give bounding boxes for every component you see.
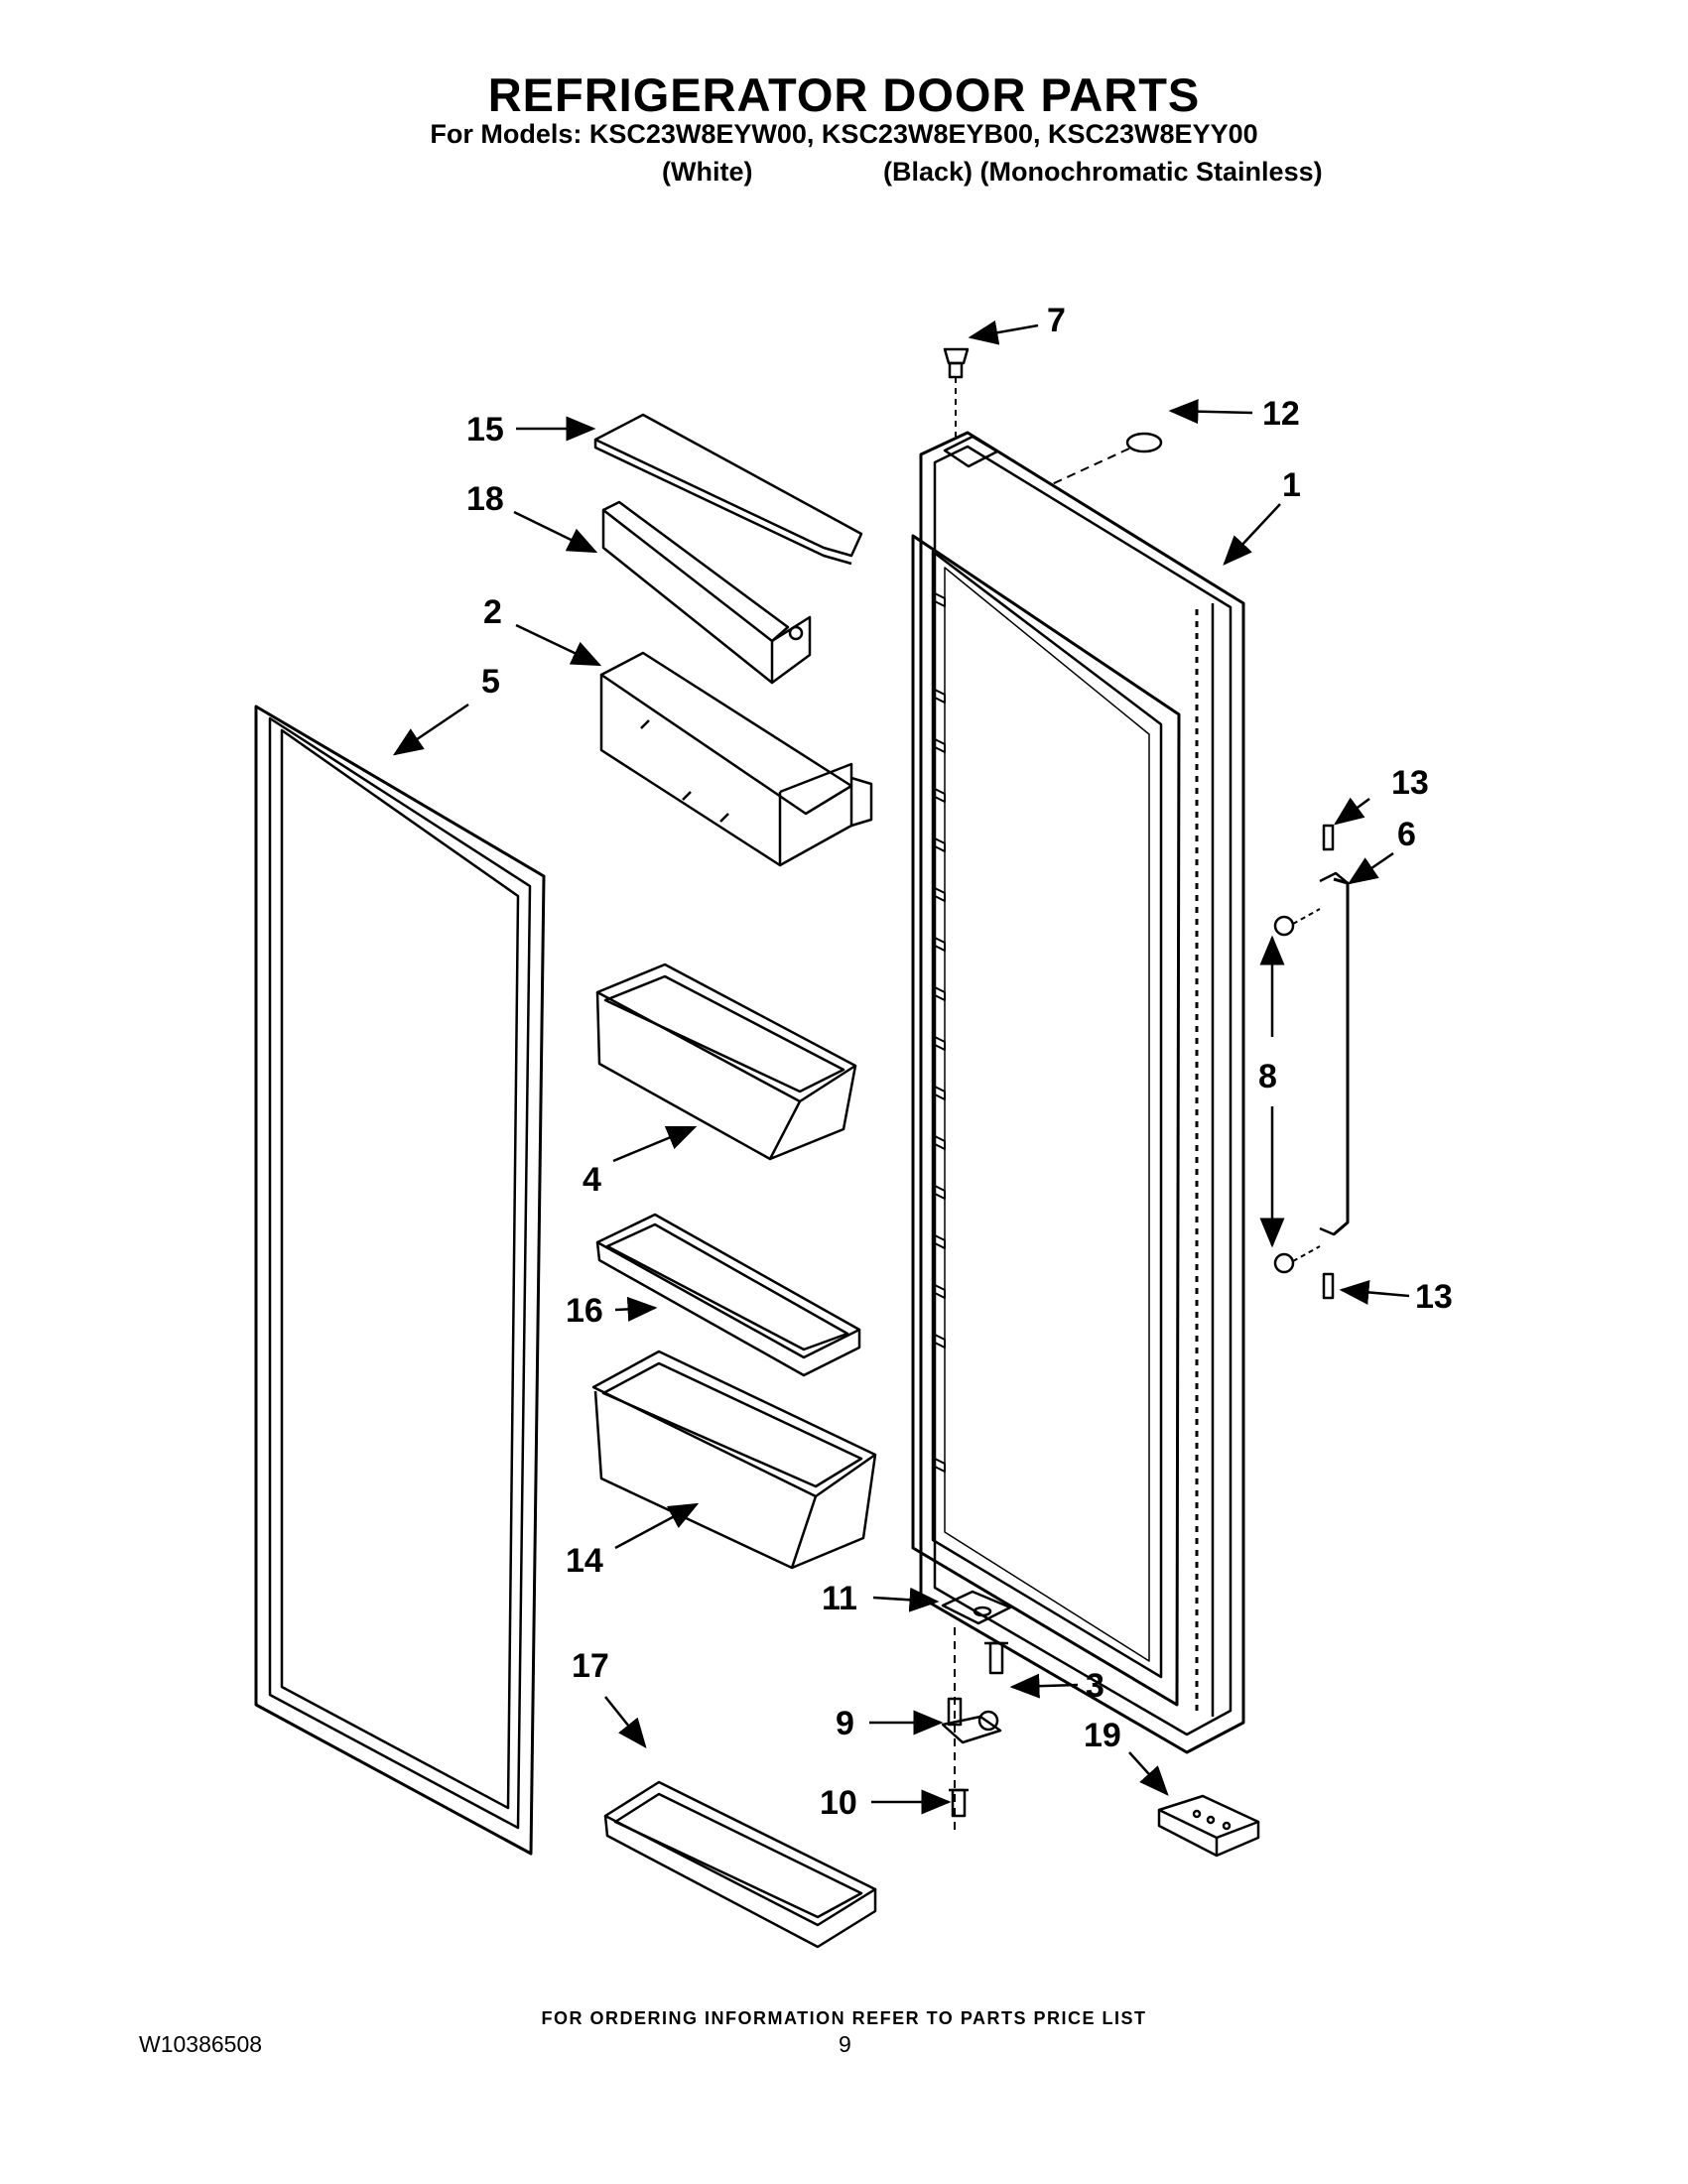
leader-6 xyxy=(1347,851,1394,885)
ordering-info-note: FOR ORDERING INFORMATION REFER TO PARTS … xyxy=(541,2008,1147,2028)
o-ring-leader xyxy=(1051,448,1130,485)
door-plug-part xyxy=(943,347,970,437)
callout-4: 4 xyxy=(583,1161,601,1199)
leader-12 xyxy=(1168,399,1253,425)
callout-7: 7 xyxy=(1047,302,1066,339)
door-gasket-part xyxy=(254,705,546,1856)
leader-17 xyxy=(604,1696,647,1748)
callout-17: 17 xyxy=(572,1647,609,1685)
leader-13-top xyxy=(1333,797,1370,826)
refrigerator-door-part xyxy=(911,431,1245,1754)
cover-panel-part xyxy=(601,500,812,685)
dairy-bin-part xyxy=(599,651,873,867)
callout-15: 15 xyxy=(466,411,504,449)
callout-11: 11 xyxy=(822,1580,857,1617)
callout-19: 19 xyxy=(1084,1717,1121,1754)
callout-9: 9 xyxy=(836,1705,854,1742)
leader-13-bottom xyxy=(1339,1279,1410,1305)
hinge-bolt-part xyxy=(949,1788,969,1818)
callout-6: 6 xyxy=(1397,816,1416,853)
shelf-cover-part xyxy=(593,413,863,566)
shallow-door-bin-part xyxy=(595,1213,861,1377)
door-bin-part xyxy=(595,963,857,1161)
callout-16: 16 xyxy=(566,1292,603,1330)
callout-13-bottom: 13 xyxy=(1415,1278,1453,1316)
callout-3: 3 xyxy=(1086,1667,1104,1705)
page-number: 9 xyxy=(839,2031,851,2057)
callout-13-top: 13 xyxy=(1391,764,1429,802)
callout-18: 18 xyxy=(466,480,504,518)
leader-16 xyxy=(614,1296,658,1322)
page-title: REFRIGERATOR DOOR PARTS xyxy=(487,68,1201,121)
hinge-cover-part xyxy=(1157,1794,1260,1858)
leader-14 xyxy=(614,1502,700,1550)
handle-screw-parts xyxy=(1322,824,1335,1300)
door-handle-part xyxy=(1273,871,1350,1274)
callout-leaders xyxy=(392,320,1410,1815)
bottom-hinge-part xyxy=(941,1697,1002,1744)
deep-door-bin-part xyxy=(591,1349,877,1570)
bottom-tray-part xyxy=(603,1780,877,1949)
door-shelf-slots xyxy=(934,592,946,1473)
callout-2: 2 xyxy=(483,593,502,631)
hinge-screw-part xyxy=(984,1641,1008,1675)
o-ring-part xyxy=(1125,432,1163,453)
callout-1: 1 xyxy=(1282,466,1301,504)
leader-11 xyxy=(872,1587,940,1612)
leader-2 xyxy=(515,623,602,667)
leader-1 xyxy=(1223,503,1281,566)
color-black-stainless-label: (Black) (Monochromatic Stainless) xyxy=(883,157,1323,187)
callout-8: 8 xyxy=(1258,1058,1277,1095)
leader-18 xyxy=(513,510,598,554)
leader-5 xyxy=(392,703,469,756)
leader-3 xyxy=(1009,1673,1079,1699)
hinge-shim-part xyxy=(941,1590,1012,1625)
callout-14: 14 xyxy=(566,1542,603,1580)
document-number: W10386508 xyxy=(139,2031,263,2057)
callout-10: 10 xyxy=(820,1784,857,1822)
color-white-label: (White) xyxy=(662,157,753,187)
callout-5: 5 xyxy=(481,663,500,701)
leader-4 xyxy=(612,1125,698,1163)
callout-12: 12 xyxy=(1262,395,1300,433)
leader-19 xyxy=(1128,1751,1169,1796)
models-line: For Models: KSC23W8EYW00, KSC23W8EYB00, … xyxy=(430,119,1258,149)
leader-7 xyxy=(968,320,1039,345)
